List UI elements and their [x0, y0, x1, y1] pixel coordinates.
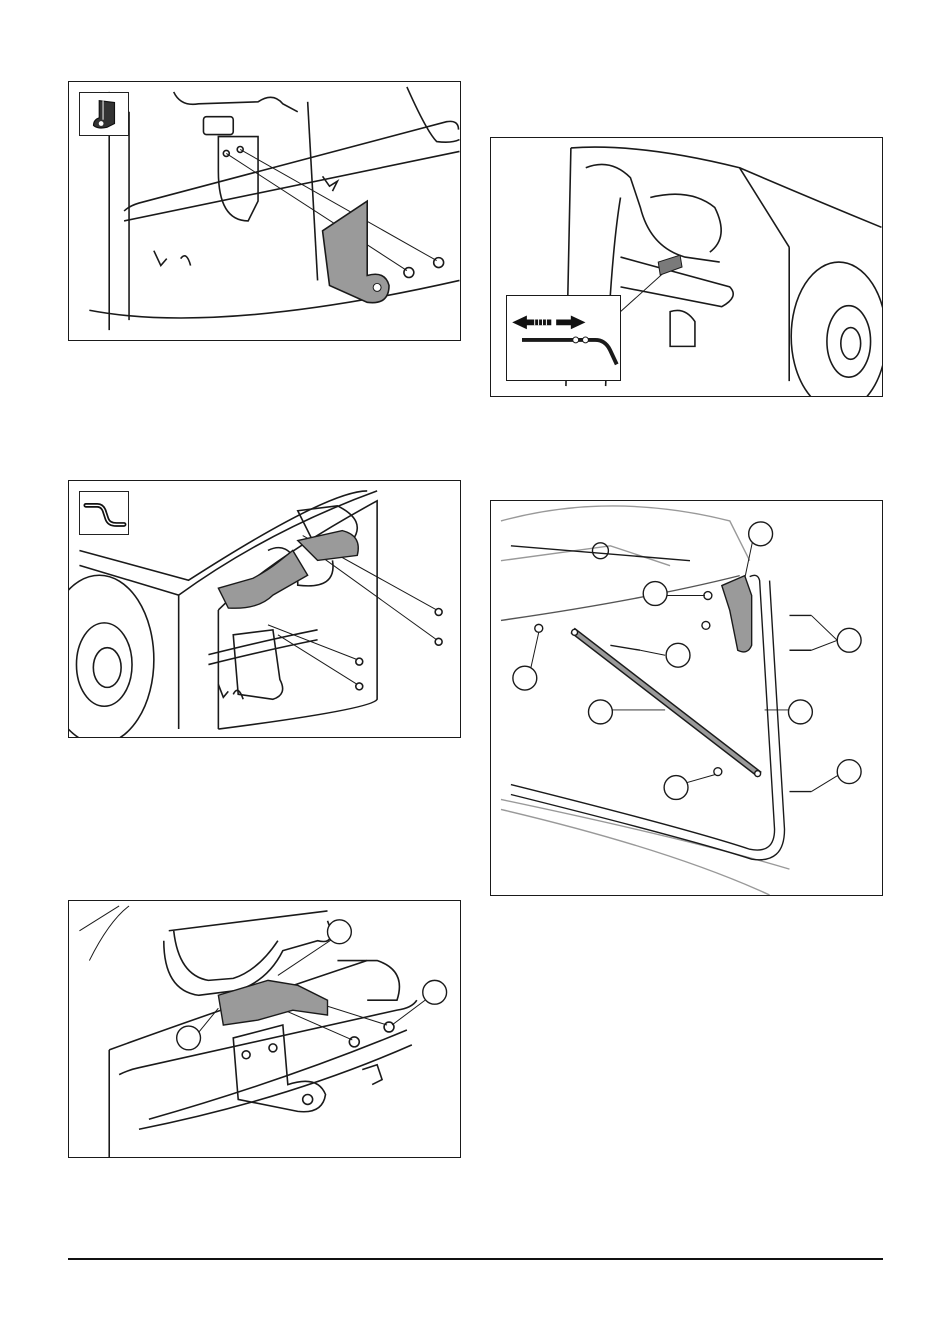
figure-frame-assembly: [490, 500, 883, 896]
bent-rod-icon: [79, 491, 129, 535]
frame-assembly-illustration: [491, 501, 882, 895]
figure-bracket-mounting: [68, 81, 461, 341]
hitch-detail-illustration: [69, 901, 460, 1157]
footer-rule: [68, 1258, 883, 1260]
inset-adjustment-rod: [506, 295, 621, 381]
figure-hitch-detail: [68, 900, 461, 1158]
figure-adjustment-rod: [490, 137, 883, 397]
figure-rod-mounting: [68, 480, 461, 738]
bracket-icon: [79, 92, 129, 136]
callout-circles: [513, 522, 861, 800]
